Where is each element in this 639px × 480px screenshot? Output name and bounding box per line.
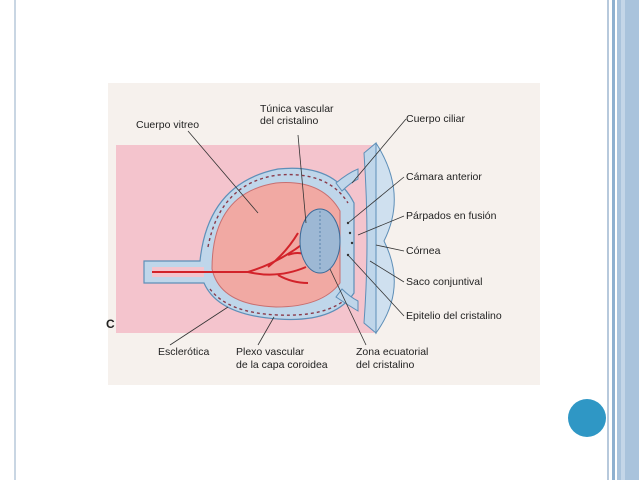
accent-dot (568, 399, 606, 437)
ciliary-body-lower (335, 288, 359, 312)
label-cuerpo-ciliar: Cuerpo ciliar (406, 113, 465, 125)
cornea (363, 141, 377, 335)
hyaloid-vessels (152, 232, 309, 284)
label-esclerotica: Esclerótica (158, 346, 210, 358)
label-zona-2: del cristalino (356, 359, 415, 371)
slide-left-border (14, 0, 16, 480)
label-plexo-1: Plexo vascular (236, 346, 305, 358)
ciliary-body (335, 168, 359, 192)
label-cuerpo-vitreo: Cuerpo vitreo (136, 119, 200, 131)
slide-right-border (607, 0, 639, 480)
choroid-plexus (209, 288, 349, 316)
label-parpados: Párpados en fusión (406, 210, 497, 222)
label-cornea: Córnea (406, 245, 441, 257)
label-saco: Saco conjuntival (406, 276, 483, 288)
eye-diagram: C Cuerpo vitreo Túnica vascular del cris… (106, 83, 540, 385)
fused-eyelids (375, 142, 395, 335)
label-plexo-2: de la capa coroidea (236, 359, 328, 371)
label-epitelio: Epitelio del cristalino (406, 310, 502, 322)
label-zona-1: Zona ecuatorial (356, 346, 429, 358)
label-camara-anterior: Cámara anterior (406, 171, 482, 183)
eye-drawing (108, 83, 540, 385)
label-tunica-1: Túnica vascular (260, 103, 334, 115)
figure-letter: C (106, 317, 115, 331)
leader-lines (169, 118, 407, 346)
label-tunica-2: del cristalino (260, 115, 319, 127)
choroid-plexus-top (207, 173, 349, 248)
vitreous-body (211, 182, 341, 308)
